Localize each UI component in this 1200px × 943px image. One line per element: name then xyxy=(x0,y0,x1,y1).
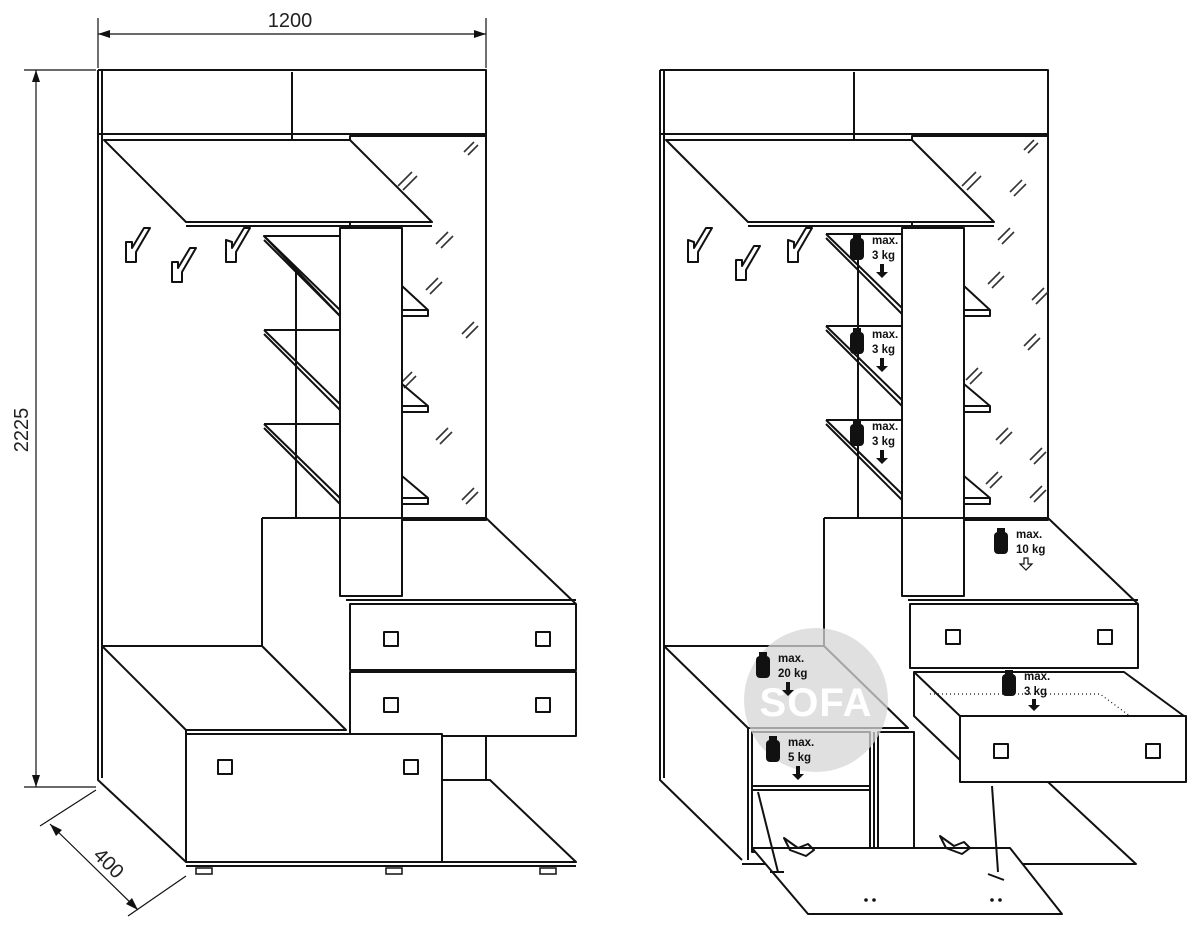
left-view-assembled: 1200 2225 400 xyxy=(11,10,577,917)
mirror-hatching xyxy=(397,141,479,505)
svg-text:3 kg: 3 kg xyxy=(1024,686,1047,698)
coat-hook xyxy=(687,227,713,263)
coat-hook xyxy=(735,245,761,281)
load-label-inner-shelf: max. 5 kg xyxy=(766,736,814,780)
mirror-hatching xyxy=(961,139,1049,503)
watermark-text: SOFA xyxy=(760,681,873,725)
load-label-top-surface: max. 10 kg xyxy=(994,528,1045,571)
svg-text:20 kg: 20 kg xyxy=(778,668,807,680)
svg-text:3 kg: 3 kg xyxy=(872,436,895,448)
svg-text:10 kg: 10 kg xyxy=(1016,544,1045,556)
coat-hook xyxy=(225,227,251,263)
load-label-shelf-1: max. 3 kg xyxy=(850,234,898,278)
height-dimension: 2225 xyxy=(11,69,96,788)
load-label-bench-seat: max. 20 kg xyxy=(756,652,807,696)
svg-text:max.: max. xyxy=(778,653,804,665)
width-value: 1200 xyxy=(268,10,313,32)
coat-hook xyxy=(125,227,151,263)
svg-text:max.: max. xyxy=(1016,529,1042,541)
load-label-drawer: max. 3 kg xyxy=(1002,670,1050,711)
svg-text:max.: max. xyxy=(1024,671,1050,683)
svg-text:max.: max. xyxy=(788,737,814,749)
load-label-shelf-3: max. 3 kg xyxy=(850,420,898,464)
depth-dimension: 400 xyxy=(39,789,187,917)
svg-text:3 kg: 3 kg xyxy=(872,344,895,356)
watermark: SOFA xyxy=(744,628,888,772)
load-label-shelf-2: max. 3 kg xyxy=(850,328,898,372)
width-dimension: 1200 xyxy=(97,10,487,68)
svg-text:max.: max. xyxy=(872,235,898,247)
height-value: 2225 xyxy=(11,408,33,453)
svg-text:max.: max. xyxy=(872,329,898,341)
svg-text:max.: max. xyxy=(872,421,898,433)
coat-hook xyxy=(171,247,197,283)
right-view-load-capacity: SOFA max. 3 kg max. 3 kg max. 3 kg xyxy=(659,69,1187,915)
coat-hook xyxy=(787,227,813,263)
svg-text:3 kg: 3 kg xyxy=(872,250,895,262)
svg-text:5 kg: 5 kg xyxy=(788,752,811,764)
depth-value: 400 xyxy=(89,844,128,883)
